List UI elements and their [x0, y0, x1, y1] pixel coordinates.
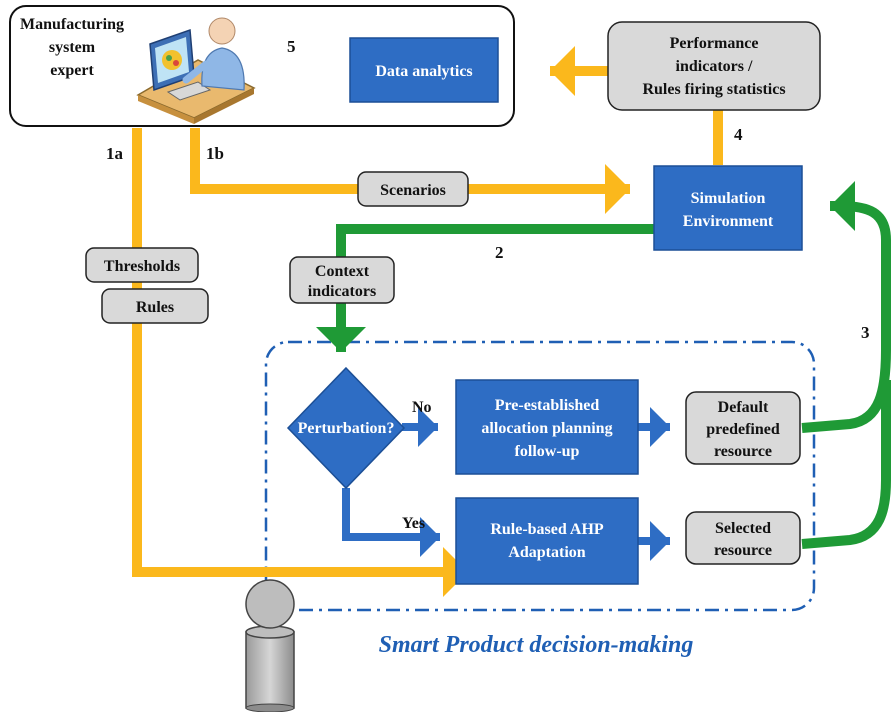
flow-number-3: 3 [861, 323, 870, 342]
smart-product-cylinder-icon [245, 579, 295, 713]
smart-product-boundary [264, 340, 816, 612]
data-analytics-label: Data analytics [375, 63, 472, 80]
preestablished-label-1: Pre-established [495, 397, 600, 414]
performance-label-1: Performance [670, 35, 759, 52]
context-box: Context indicators [289, 256, 395, 304]
no-label: No [412, 399, 432, 416]
flow-number-1b: 1b [206, 144, 224, 163]
default-label-1: Default [718, 399, 769, 416]
perturbation-decision: Perturbation? [286, 366, 406, 490]
default-resource-box: Default predefined resource [685, 391, 801, 465]
flow-3-default-feedback [801, 181, 891, 433]
context-label-2: indicators [308, 283, 376, 300]
selected-resource-box: Selected resource [685, 511, 801, 565]
preestablished-box: Pre-established allocation planning foll… [455, 379, 639, 475]
preestablished-label-3: follow-up [515, 443, 580, 460]
performance-label-2: indicators / [676, 58, 753, 75]
selected-label-2: resource [714, 542, 772, 559]
expert-label-1: Manufacturing [20, 16, 124, 33]
context-label-1: Context [315, 263, 370, 280]
simulation-label-1: Simulation [691, 190, 766, 207]
flow-number-4: 4 [734, 125, 743, 144]
default-label-3: resource [714, 443, 772, 460]
green-flows [316, 181, 891, 549]
rule-based-label-1: Rule-based AHP [490, 521, 604, 538]
simulation-box: Simulation Environment [653, 165, 803, 251]
flow-number-1a: 1a [106, 144, 124, 163]
flow-number-5: 5 [287, 37, 296, 56]
rule-based-box: Rule-based AHP Adaptation [455, 497, 639, 585]
rules-box: Rules [101, 288, 209, 324]
data-analytics-box: Data analytics [349, 37, 499, 103]
rule-based-label-2: Adaptation [508, 544, 585, 561]
default-label-2: predefined [706, 421, 780, 438]
performance-label-3: Rules firing statistics [642, 81, 785, 98]
selected-label-1: Selected [715, 520, 771, 537]
person-at-computer-icon [136, 17, 256, 124]
expert-label-2: system [49, 39, 96, 56]
flow-1b-scenarios [190, 128, 630, 214]
yes-label: Yes [402, 515, 425, 532]
flow-2-context [316, 224, 654, 352]
flow-yes [342, 488, 440, 557]
scenarios-box: Scenarios [357, 171, 469, 207]
simulation-label-2: Environment [683, 213, 774, 230]
thresholds-box: Thresholds [85, 247, 199, 283]
expert-label-3: expert [50, 62, 94, 79]
preestablished-label-2: allocation planning [481, 420, 612, 437]
orange-flows [132, 46, 723, 597]
flow-number-2: 2 [495, 243, 504, 262]
flow-3-selected-feedback [801, 380, 891, 549]
scenarios-label: Scenarios [380, 182, 446, 199]
thresholds-label: Thresholds [104, 258, 180, 275]
smart-product-title: Smart Product decision-making [379, 632, 694, 658]
rules-label: Rules [136, 299, 174, 316]
performance-box: Performance indicators / Rules firing st… [607, 21, 821, 111]
perturbation-label: Perturbation? [298, 420, 395, 437]
blue-flows [342, 407, 670, 561]
